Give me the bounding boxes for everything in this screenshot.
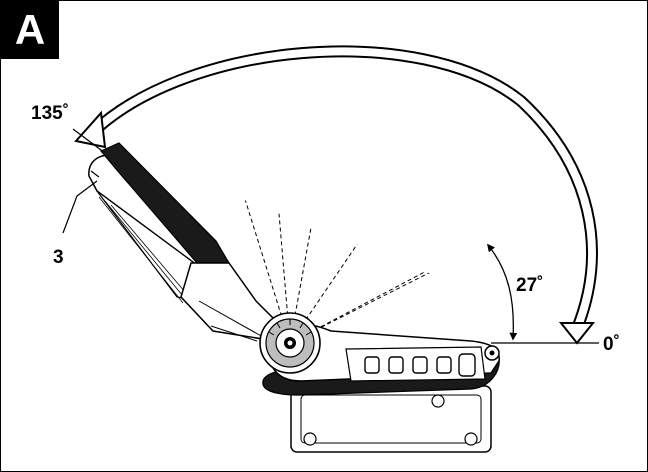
ray-27: [289, 218, 537, 344]
battery-pack: [290, 385, 492, 453]
label-angle-0: 0˚: [603, 334, 620, 355]
label-angle-135: 135˚: [31, 103, 69, 124]
base-button-5: [458, 353, 476, 377]
label-angle-27: 27˚: [516, 275, 543, 296]
base-button-1: [364, 356, 380, 374]
lamp-head: [88, 142, 277, 342]
base-button-3: [412, 356, 428, 374]
arc-arrowhead-0: [558, 322, 596, 345]
hinge: [259, 312, 321, 374]
label-callout-3: 3: [53, 247, 64, 268]
angle-27-arrow: [487, 243, 518, 341]
arc-arrowhead-135: [74, 110, 107, 149]
ray-110: [207, 80, 291, 344]
rotation-arc: [74, 45, 598, 345]
base-button-2: [388, 356, 404, 374]
figure-letter-badge: A: [1, 1, 59, 59]
base-housing: [262, 322, 500, 396]
callout-leader-3: [62, 180, 98, 234]
base-button-4: [436, 356, 452, 374]
